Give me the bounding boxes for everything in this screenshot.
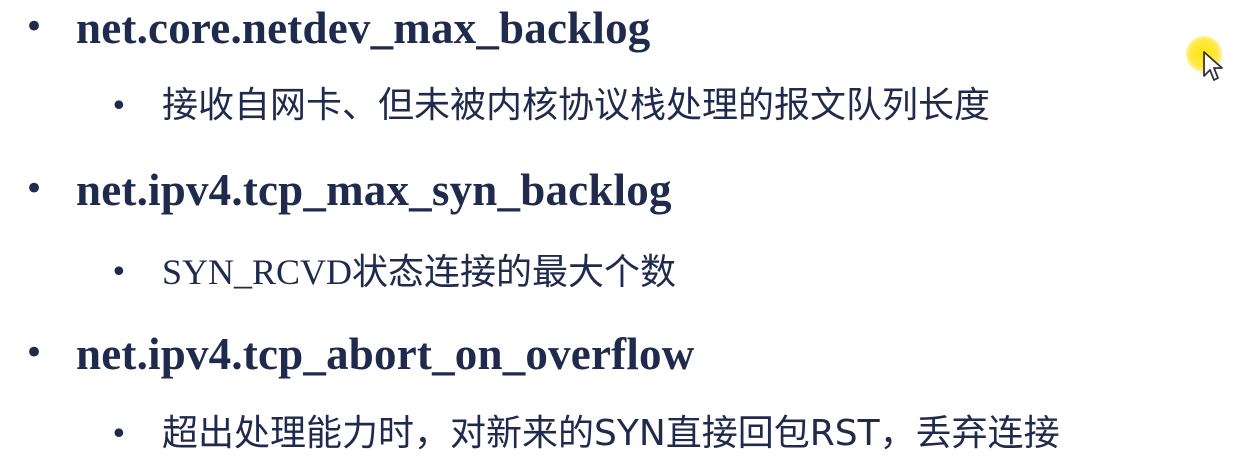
sub-bullet: •	[110, 89, 128, 124]
param-name: net.ipv4.tcp_max_syn_backlog	[76, 165, 672, 215]
cursor-arrow-icon	[1203, 51, 1223, 81]
param-description: SYN_RCVD状态连接的最大个数	[162, 254, 676, 291]
param-name: net.core.netdev_max_backlog	[76, 3, 651, 53]
bullet: •	[24, 333, 45, 373]
param-description: 接收自网卡、但未被内核协议栈处理的报文队列长度	[162, 85, 991, 126]
param-description: 超出处理能力时，对新来的SYN直接回包RST，丢弃连接	[162, 413, 1060, 454]
bullet: •	[24, 7, 45, 47]
param-description-latin: SYN_RCVD	[162, 252, 353, 292]
param-name: net.ipv4.tcp_abort_on_overflow	[76, 329, 695, 379]
sub-bullet: •	[110, 255, 128, 290]
mouse-pointer-icon	[1184, 36, 1232, 92]
param-description-rest: 状态连接的最大个数	[352, 252, 677, 293]
sub-bullet: •	[110, 417, 128, 452]
bullet: •	[24, 169, 45, 209]
